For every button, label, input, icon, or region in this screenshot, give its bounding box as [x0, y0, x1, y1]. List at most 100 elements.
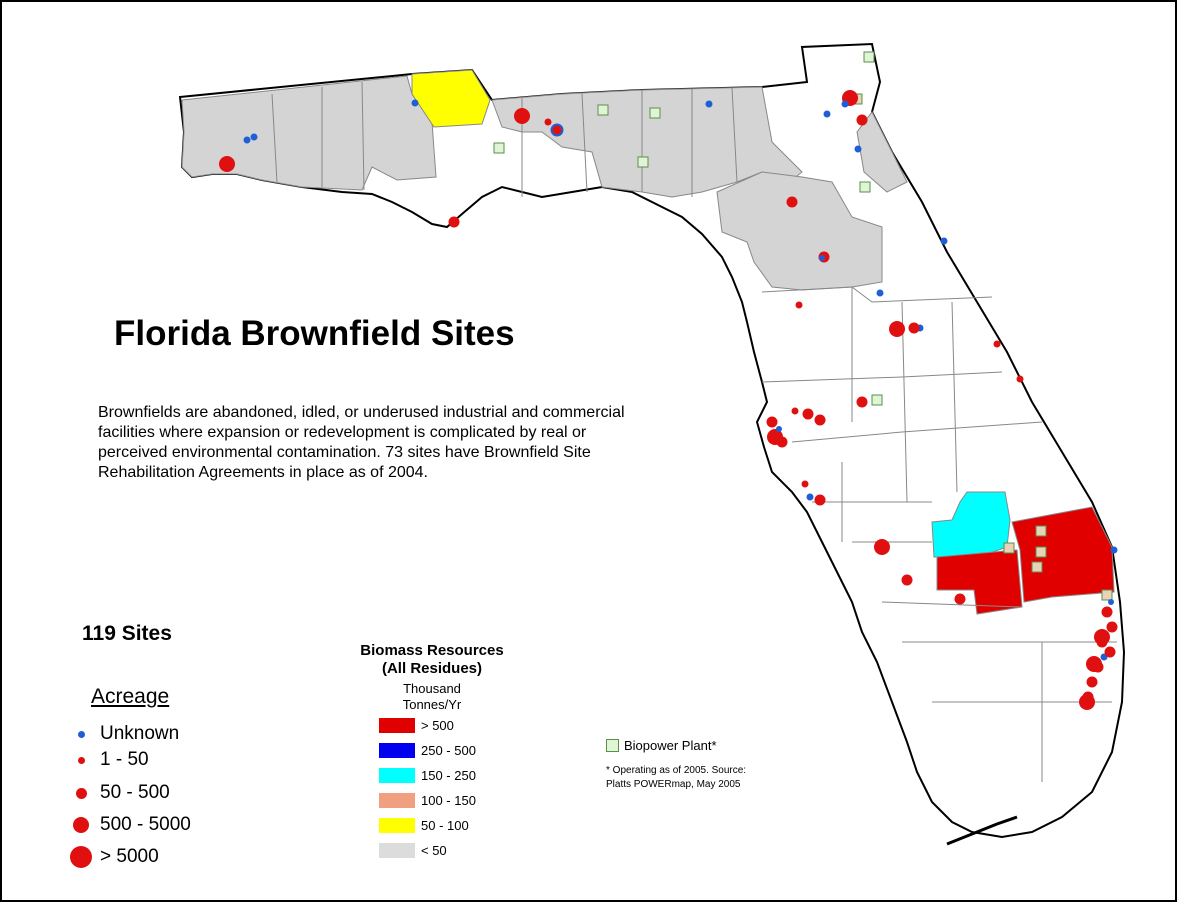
site-1-50 — [1016, 375, 1024, 383]
site-500-5000 — [1086, 656, 1102, 672]
biomass-legend-item: 100 - 150 — [379, 792, 476, 809]
site-unknown — [854, 145, 862, 153]
biomass-legend-label: 100 - 150 — [421, 793, 476, 808]
biomass-legend-item: < 50 — [379, 842, 447, 859]
legend-dot-over-5000 — [70, 846, 92, 868]
site-50-500 — [766, 416, 778, 428]
biomass-legend-item: 250 - 500 — [379, 742, 476, 759]
biopower-legend-label: Biopower Plant* — [624, 738, 717, 753]
biomass-legend-label: 250 - 500 — [421, 743, 476, 758]
site-50-500 — [786, 196, 798, 208]
biomass-legend-title: Biomass Resources (All Residues) — [322, 642, 542, 678]
biopower-note: * Operating as of 2005. Source: Platts P… — [606, 764, 746, 792]
region-central-north-gray — [716, 171, 883, 291]
site-1-50 — [993, 340, 1001, 348]
acreage-legend-item-50-500: 50 - 500 — [62, 780, 170, 806]
acreage-legend-item-1-50: 1 - 50 — [62, 747, 149, 773]
site-500-5000 — [1079, 694, 1095, 710]
biopower-plant — [859, 181, 871, 193]
site-1-50 — [791, 407, 799, 415]
biomass-legend-item: 150 - 250 — [379, 767, 476, 784]
legend-dot-unknown — [77, 730, 85, 738]
site-50-500 — [1101, 606, 1113, 618]
florida-outline — [178, 42, 1126, 839]
acreage-legend-label: > 5000 — [100, 846, 159, 867]
biopower-plant — [1031, 561, 1043, 573]
biopower-plant — [1035, 525, 1047, 537]
site-500-5000 — [514, 108, 530, 124]
legend-dot-1-50 — [77, 756, 85, 764]
site-500-5000 — [1094, 629, 1110, 645]
region-north-gray — [491, 86, 803, 198]
description-text: Brownfields are abandoned, idled, or und… — [98, 404, 625, 481]
biomass-legend-title-line1: Biomass Resources — [360, 642, 504, 659]
biopower-note-line1: * Operating as of 2005. Source: — [606, 765, 747, 776]
biomass-legend-units-line2: Tonnes/Yr — [402, 697, 462, 712]
legend-dot-500-5000 — [73, 817, 89, 833]
biomass-legend-label: 150 - 250 — [421, 768, 476, 783]
site-unknown — [1110, 546, 1118, 554]
biopower-plant-icon — [606, 739, 619, 752]
biopower-plant — [637, 156, 649, 168]
site-unknown — [823, 110, 831, 118]
site-50-500 — [802, 408, 814, 420]
region-red-east — [1011, 506, 1115, 603]
biopower-plant — [649, 107, 661, 119]
site-50-500 — [814, 494, 826, 506]
biomass-legend-units-line1: Thousand — [403, 681, 461, 696]
site-unknown — [806, 493, 814, 501]
site-unknown — [841, 100, 849, 108]
biopower-legend: Biopower Plant* — [606, 738, 717, 753]
biopower-note-line2: Platts POWERmap, May 2005 — [606, 779, 741, 790]
site-50-500 — [901, 574, 913, 586]
biomass-swatch — [379, 768, 415, 783]
biopower-plant — [1101, 589, 1113, 601]
site-50-500 — [1104, 646, 1116, 658]
site-500-5000 — [767, 429, 783, 445]
site-50-500 — [954, 593, 966, 605]
site-unknown — [876, 289, 884, 297]
biomass-legend-item: 50 - 100 — [379, 817, 469, 834]
site-1-50 — [801, 480, 809, 488]
biomass-legend-label: 50 - 100 — [421, 818, 469, 833]
florida-keys — [946, 815, 1018, 846]
biomass-legend-title-line2: (All Residues) — [381, 660, 483, 677]
acreage-legend-label: 500 - 5000 — [100, 814, 191, 835]
sites-count: 119 Sites — [82, 622, 172, 645]
region-northeast-gray — [856, 111, 908, 193]
biopower-plant — [1003, 542, 1015, 554]
site-unknown — [940, 237, 948, 245]
site-1-50 — [544, 118, 552, 126]
site-unknown — [776, 426, 782, 432]
region-yellow — [411, 69, 491, 128]
site-unknown — [243, 136, 251, 144]
acreage-legend-item-500-5000: 500 - 5000 — [62, 812, 191, 838]
site-50-500 — [856, 114, 868, 126]
site-50-500 — [1106, 621, 1118, 633]
legend-dot-50-500 — [75, 787, 87, 799]
site-50-500 — [856, 396, 868, 408]
biopower-plant — [597, 104, 609, 116]
acreage-legend-item-over-5000: > 5000 — [62, 844, 159, 870]
acreage-legend-item-unknown: Unknown — [62, 721, 179, 747]
acreage-legend-label: 1 - 50 — [100, 749, 149, 770]
site-unknown — [250, 133, 258, 141]
acreage-legend-label: Unknown — [100, 723, 180, 744]
site-50-500 — [908, 322, 920, 334]
biomass-legend-item: > 500 — [379, 717, 454, 734]
biomass-legend-label: < 50 — [421, 843, 447, 858]
site-unknown — [819, 255, 825, 261]
county-lines — [271, 81, 1117, 782]
site-500-5000 — [219, 156, 235, 172]
biomass-legend-label: > 500 — [421, 718, 454, 733]
biomass-swatch — [379, 718, 415, 733]
region-red-west — [936, 549, 1023, 615]
site-500-5000 — [889, 321, 905, 337]
acreage-legend-title: Acreage — [91, 685, 170, 708]
site-50-500 — [550, 123, 564, 137]
biomass-swatch — [379, 743, 415, 758]
acreage-legend-label: 50 - 500 — [100, 782, 170, 803]
site-1-50 — [795, 301, 803, 309]
